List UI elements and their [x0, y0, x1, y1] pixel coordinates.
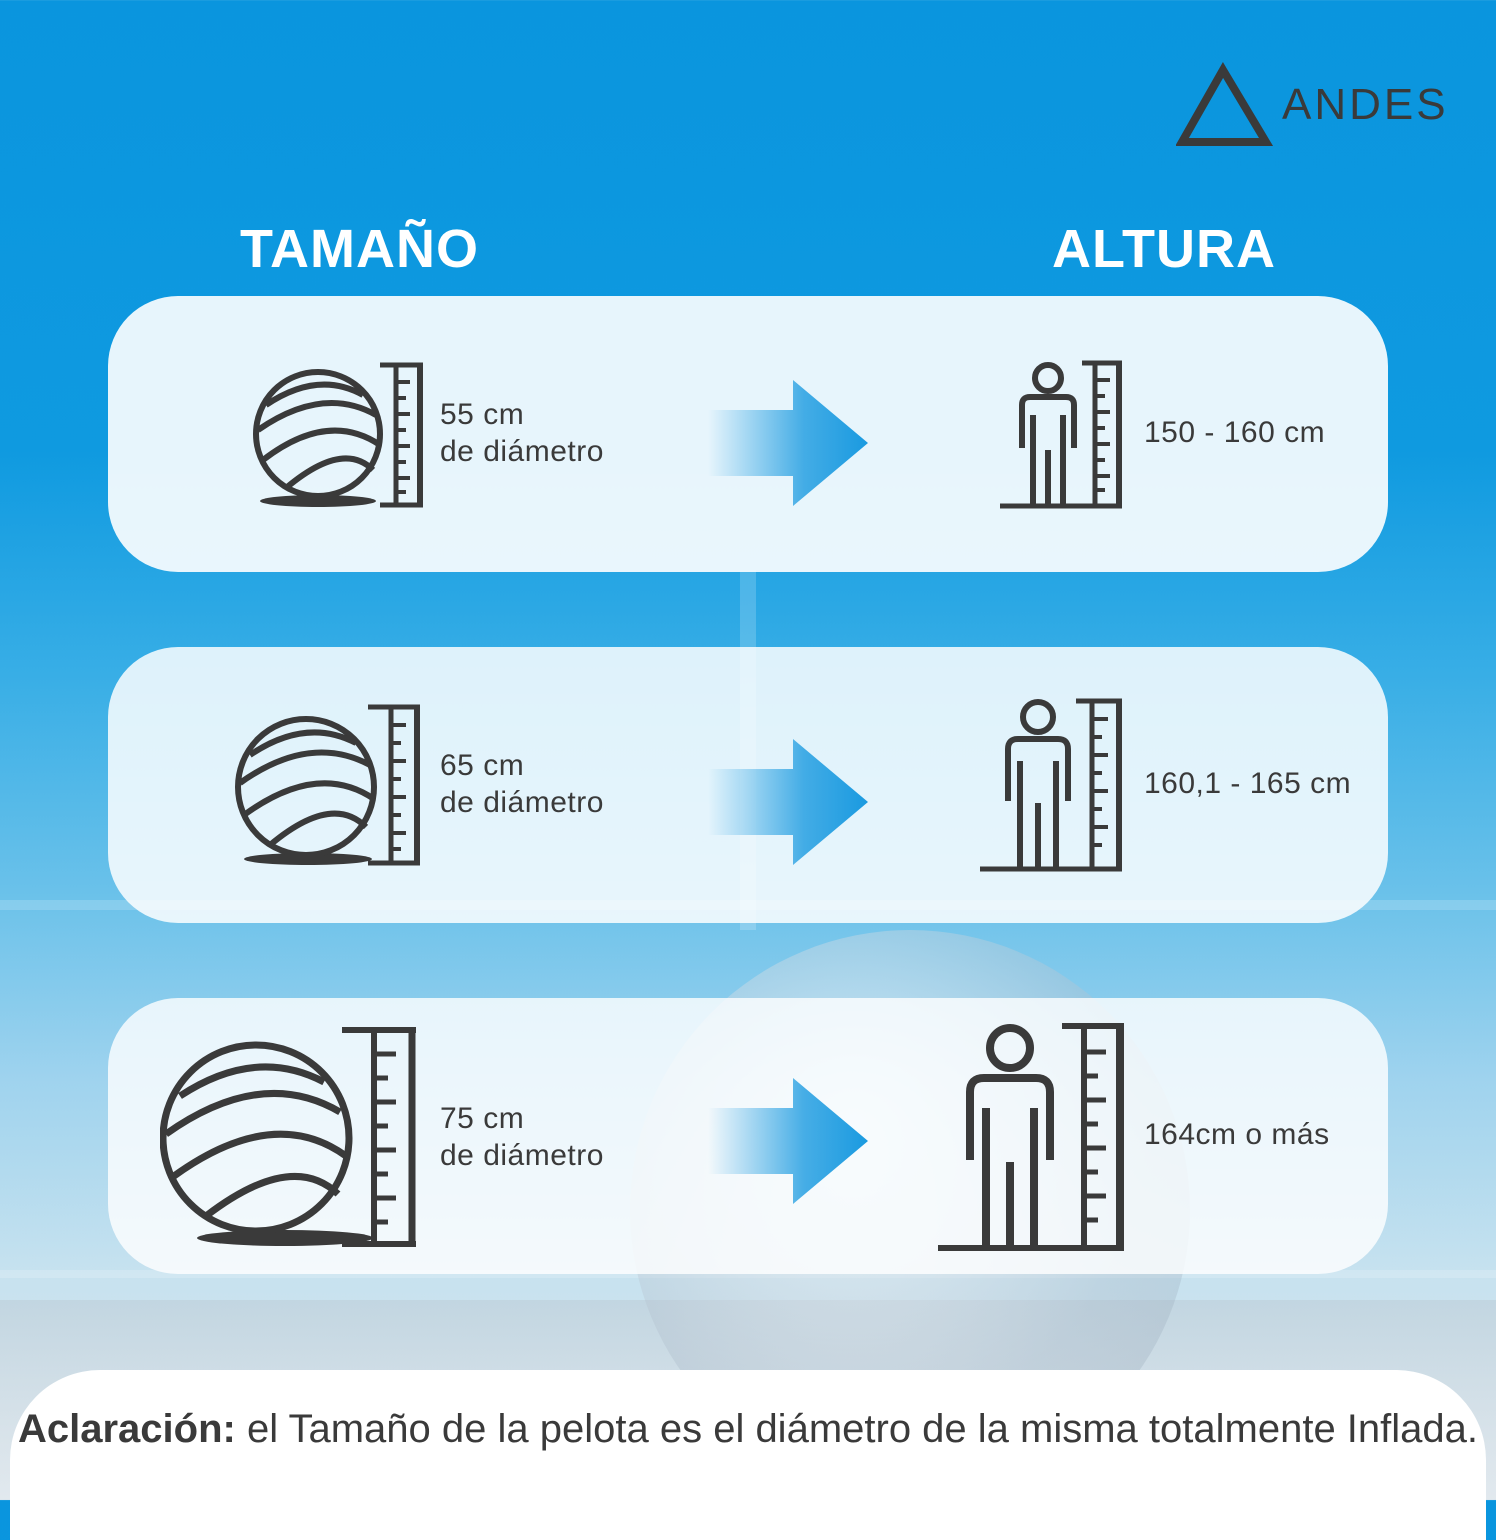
- ball-with-ruler-icon: [160, 1027, 416, 1247]
- size-row-2: 65 cm de diámetro 160,1 - 165 cm: [108, 647, 1388, 923]
- clarification-panel: [10, 1370, 1486, 1540]
- height-range-3: 164cm o más: [1144, 1118, 1330, 1151]
- size-row-1: 55 cm de diámetro 150 - 160 cm: [108, 296, 1388, 572]
- diameter-value-1: 55 cm: [440, 398, 525, 431]
- height-range-2: 160,1 - 165 cm: [1144, 767, 1352, 800]
- diameter-unit-2: de diámetro: [440, 786, 604, 819]
- ball-with-ruler-icon: [235, 704, 420, 866]
- clarification-label: Aclaración:: [17, 1407, 236, 1451]
- heading-size: TAMAÑO: [240, 219, 479, 279]
- arrow-right-icon: [708, 739, 868, 865]
- person-with-ruler-icon: [980, 698, 1122, 872]
- diameter-value-3: 75 cm: [440, 1102, 525, 1135]
- height-range-1: 150 - 160 cm: [1144, 416, 1326, 449]
- diameter-text-1: 55 cm de diámetro: [440, 396, 604, 470]
- arrow-right-icon: [708, 1078, 868, 1204]
- arrow-right-icon: [708, 380, 868, 506]
- size-row-3: 75 cm de diámetro 164cm o más: [108, 998, 1388, 1274]
- diameter-text-2: 65 cm de diámetro: [440, 747, 604, 821]
- diameter-text-3: 75 cm de diámetro: [440, 1100, 604, 1174]
- person-with-ruler-icon: [938, 1023, 1124, 1251]
- heading-height: ALTURA: [1052, 219, 1276, 279]
- diameter-value-2: 65 cm: [440, 749, 525, 782]
- clarification-text: Aclaración: el Tamaño de la pelota es el…: [0, 1404, 1496, 1454]
- clarification-body: el Tamaño de la pelota es el diámetro de…: [235, 1407, 1479, 1451]
- brand-logo: ANDES: [1176, 62, 1446, 150]
- logo-triangle-icon: [1176, 62, 1274, 146]
- ball-with-ruler-icon: [253, 362, 423, 508]
- diameter-unit-1: de diámetro: [440, 435, 604, 468]
- person-with-ruler-icon: [1000, 360, 1122, 509]
- brand-name: ANDES: [1282, 80, 1449, 129]
- diameter-unit-3: de diámetro: [440, 1139, 604, 1172]
